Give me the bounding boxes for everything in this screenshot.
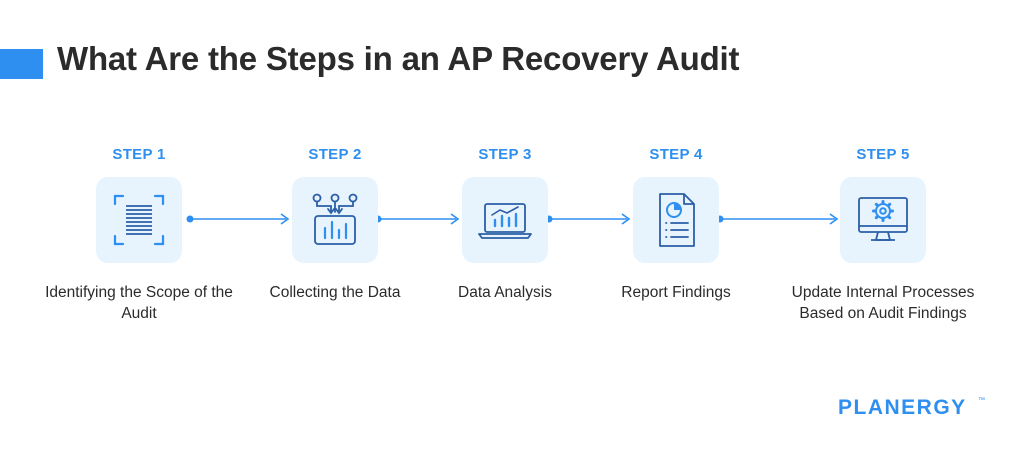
step-3-label: STEP 3 — [478, 146, 532, 163]
connector-4-5 — [716, 213, 839, 225]
step-1-icon-box — [96, 177, 182, 263]
step-3-text: Data Analysis — [458, 284, 552, 301]
step-5-icon-box — [840, 177, 926, 263]
step-4-label: STEP 4 — [649, 146, 703, 163]
step-1-label: STEP 1 — [112, 146, 166, 163]
title-accent-bar — [0, 49, 43, 79]
trademark-symbol: ™ — [978, 397, 985, 404]
data-collection-icon — [312, 193, 358, 245]
step-2-label: STEP 2 — [308, 146, 362, 163]
report-document-icon — [659, 193, 695, 247]
step-3-icon-box — [462, 177, 548, 263]
step-5-text: Update Internal Processes Based on Audit… — [791, 284, 975, 322]
connector-2-3 — [374, 213, 460, 225]
step-4-icon-box — [633, 177, 719, 263]
connector-1-2 — [186, 213, 290, 225]
step-2-icon-box — [292, 177, 378, 263]
document-scan-icon — [113, 194, 165, 246]
page-title: What Are the Steps in an AP Recovery Aud… — [57, 40, 740, 77]
step-1-text: Identifying the Scope of the Audit — [45, 284, 233, 322]
step-5-label: STEP 5 — [856, 146, 910, 163]
step-4-text: Report Findings — [621, 284, 731, 301]
connector-3-4 — [545, 213, 631, 225]
laptop-chart-icon — [478, 203, 532, 239]
planergy-logo: PLANERGY — [838, 396, 967, 419]
step-2-text: Collecting the Data — [269, 284, 401, 301]
monitor-gear-icon — [858, 197, 908, 241]
